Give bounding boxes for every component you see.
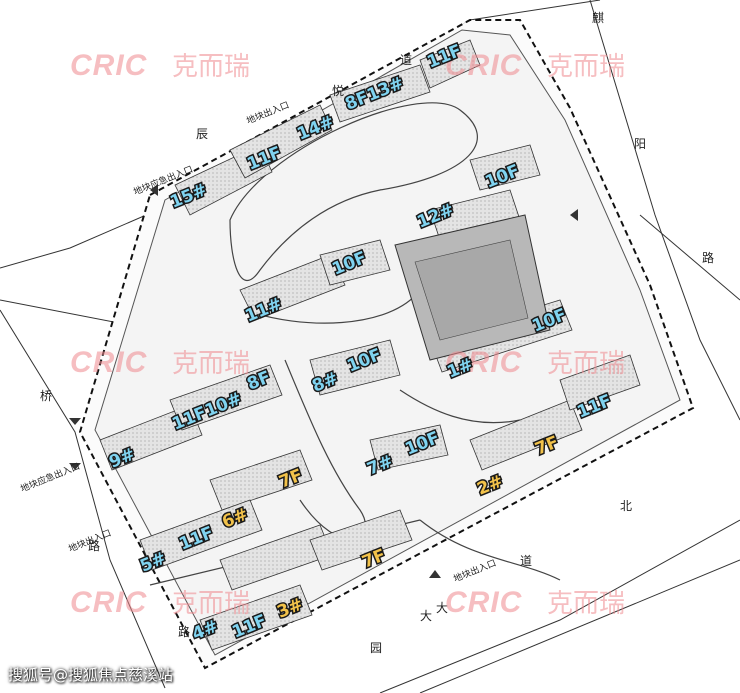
watermark-text: 克而瑞 <box>172 349 250 379</box>
road-name: 北 <box>620 499 632 513</box>
road-name: 大 <box>436 601 448 615</box>
source-credit: 搜狐号@搜狐焦点慈溪站 <box>8 666 174 684</box>
watermark-logo: CRIC <box>445 586 523 619</box>
road-name: 桥 <box>40 389 52 403</box>
road-name: 麒 <box>592 10 604 25</box>
watermark-logo: CRIC <box>70 49 148 82</box>
entrance-label: 地块出入口 <box>452 557 498 585</box>
entrance-markers <box>69 184 578 578</box>
road-names: 悦 道 麒 阳 路 北 道 大 桥 路 辰 园 路 大 <box>40 10 714 655</box>
road-name: 阳 <box>634 137 646 151</box>
watermark-text: 克而瑞 <box>547 589 625 619</box>
watermark-text: 克而瑞 <box>547 349 625 379</box>
road-name: 辰 <box>196 127 208 141</box>
watermark-logo: CRIC <box>445 346 523 379</box>
building-footprints <box>99 39 641 651</box>
road-name: 路 <box>178 624 190 639</box>
road-name: 路 <box>88 538 100 553</box>
watermark-logo: CRIC <box>70 346 148 379</box>
road-name: 道 <box>400 53 412 67</box>
watermark-text: 克而瑞 <box>547 52 625 82</box>
road-name: 大 <box>420 609 432 623</box>
watermark-text: 克而瑞 <box>172 589 250 619</box>
road-name: 道 <box>520 554 532 568</box>
entrance-label: 地块应急出入口 <box>19 460 82 495</box>
clubhouse-roof <box>414 239 529 341</box>
road-name: 园 <box>370 641 382 655</box>
watermarks: CRIC 克而瑞 CRIC 克而瑞 CRIC 克而瑞 CRIC 克而瑞 CRIC… <box>70 49 625 619</box>
watermark-logo: CRIC <box>445 49 523 82</box>
road-name: 悦 <box>332 84 344 98</box>
road-name: 路 <box>702 250 714 265</box>
watermark-logo: CRIC <box>70 586 148 619</box>
watermark-text: 克而瑞 <box>172 52 250 82</box>
